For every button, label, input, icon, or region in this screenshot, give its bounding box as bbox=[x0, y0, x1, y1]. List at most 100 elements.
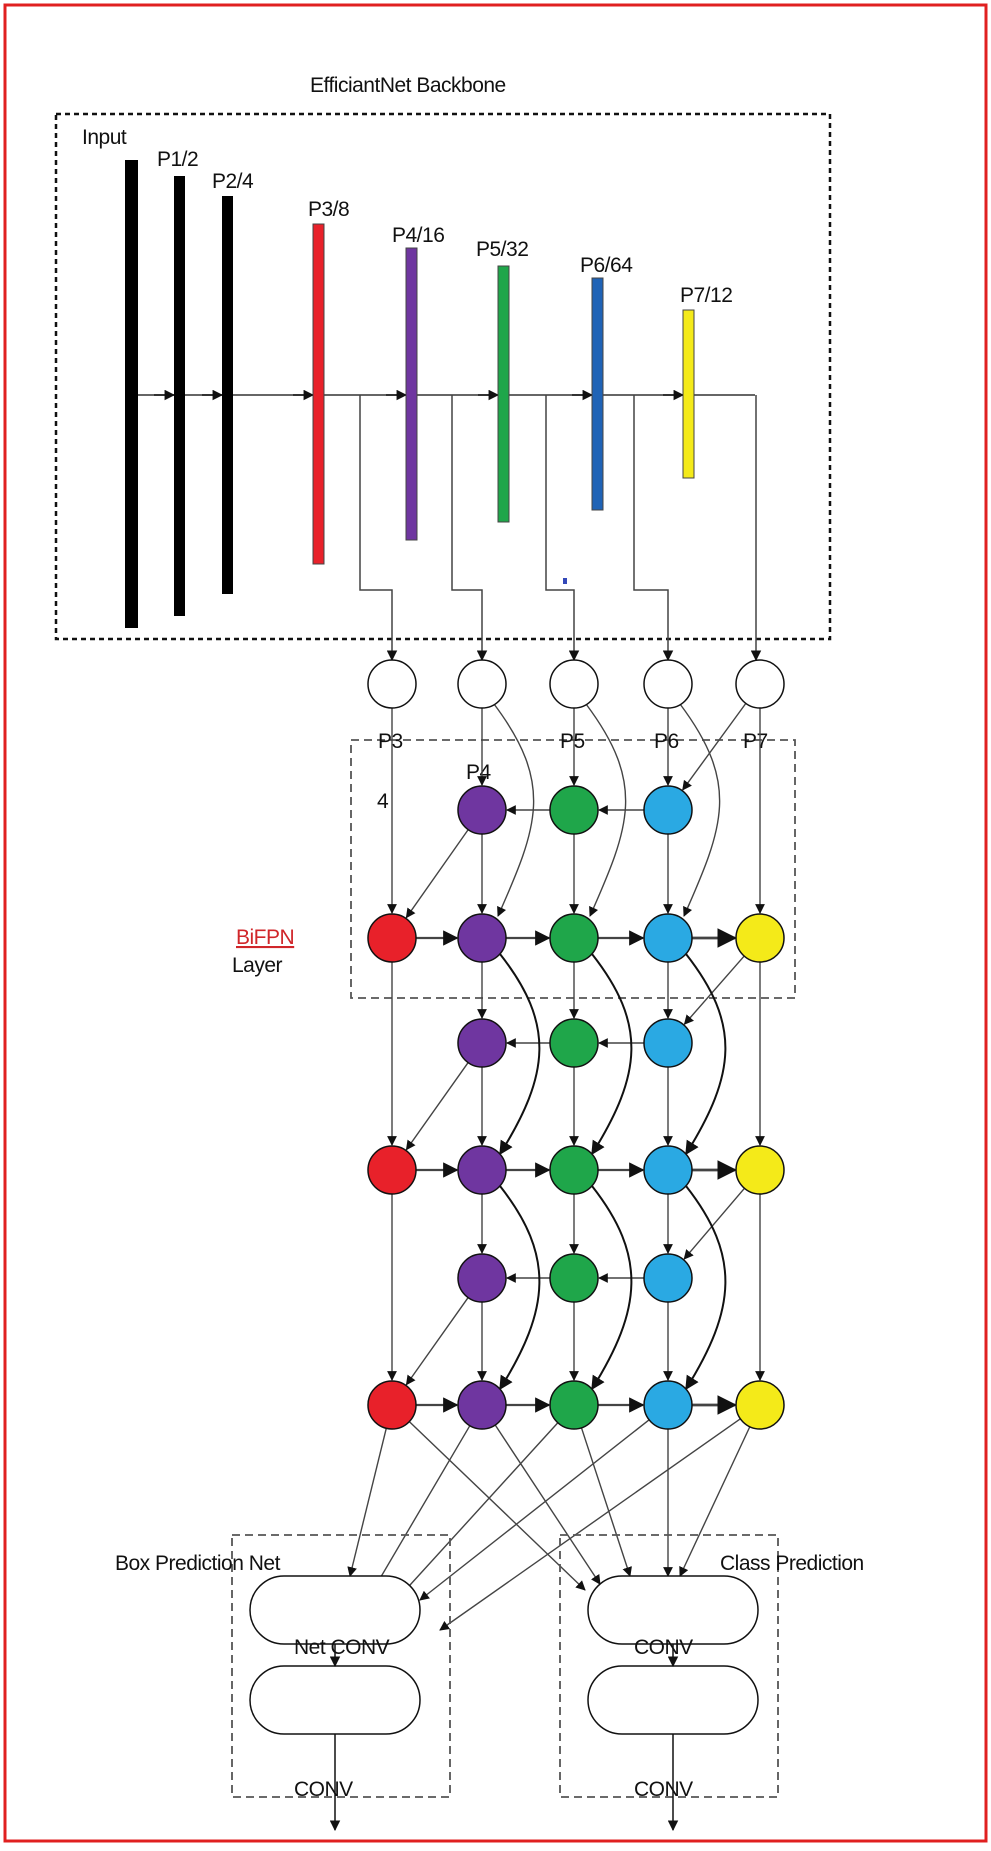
bar-p6 bbox=[591, 277, 604, 511]
bifpn-layer-label-line2: Layer bbox=[232, 954, 283, 977]
input-node-p3 bbox=[367, 659, 417, 709]
bifpn-edges bbox=[347, 702, 765, 1631]
bar-p3 bbox=[312, 223, 325, 565]
edge-curve-p5 bbox=[591, 953, 633, 1156]
input-label: Input bbox=[82, 126, 127, 149]
bifpn-mid-node-p5 bbox=[549, 1253, 599, 1303]
bifpn-layer-label: BiFPN bbox=[236, 926, 294, 949]
class-pred-conv-1 bbox=[587, 1575, 759, 1645]
input-label-p4: P4 bbox=[466, 761, 492, 784]
bar-p4-label: P4/16 bbox=[392, 224, 444, 247]
edge-to-box-p5 bbox=[399, 1422, 559, 1597]
bifpn-out-node-p6 bbox=[643, 913, 693, 963]
bifpn-out-node-p3 bbox=[367, 1145, 417, 1195]
edge-mid-p4-p3out bbox=[405, 829, 469, 919]
bifpn-mid-node-p6 bbox=[643, 1253, 693, 1303]
bifpn-mid-node-p5 bbox=[549, 785, 599, 835]
edge-mid-p4-p3out bbox=[405, 1297, 469, 1386]
input-label-p7: P7 bbox=[743, 730, 768, 753]
backbone-connectors bbox=[359, 395, 762, 662]
bifpn-out-node-p4 bbox=[457, 913, 507, 963]
bifpn-curved-edges bbox=[499, 953, 727, 1391]
class-head-box bbox=[559, 1534, 779, 1798]
bifpn-mid-node-p4 bbox=[457, 1018, 507, 1068]
bifpn-out-node-p3 bbox=[367, 1380, 417, 1430]
class-pred-conv-2 bbox=[587, 1665, 759, 1735]
backbone-title: EfficiantNet Backbone bbox=[310, 74, 506, 97]
box-net-conv-label: Net CONV bbox=[294, 1636, 390, 1659]
input-node-p5 bbox=[549, 659, 599, 709]
edge-to-class-p4 bbox=[494, 1424, 601, 1585]
p4-fragment-label: 4 bbox=[377, 790, 389, 813]
bifpn-out-node-p5 bbox=[549, 913, 599, 963]
bifpn-out-node-p5 bbox=[549, 1380, 599, 1430]
edge-skip-in-p5 bbox=[585, 703, 627, 917]
edge-curve-p4 bbox=[499, 953, 541, 1156]
edge-curve-p6 bbox=[685, 953, 727, 1156]
box-bottom-conv-label: CONV bbox=[294, 1778, 353, 1801]
bifpn-out-node-p5 bbox=[549, 1145, 599, 1195]
bar-p3-label: P3/8 bbox=[308, 198, 349, 221]
bifpn-layer-box bbox=[350, 739, 796, 999]
bifpn-mid-node-p6 bbox=[643, 1018, 693, 1068]
edge-to-class-p3 bbox=[408, 1421, 586, 1591]
bifpn-mid-node-p4 bbox=[457, 1253, 507, 1303]
edge-to-box-p6 bbox=[419, 1419, 650, 1601]
edge-next-p7-p6 bbox=[683, 955, 745, 1025]
connector-p5 bbox=[545, 395, 580, 662]
class-conv-label: CONV bbox=[634, 1636, 693, 1659]
bar-p1-label: P1/2 bbox=[157, 148, 198, 171]
connector-p3 bbox=[359, 395, 398, 662]
bifpn-out-node-p3 bbox=[367, 913, 417, 963]
input-label-p3: P3 bbox=[378, 730, 403, 753]
bifpn-out-node-p4 bbox=[457, 1145, 507, 1195]
bar-p2-label: P2/4 bbox=[212, 170, 254, 193]
class-prediction-label: Class Prediction bbox=[720, 1552, 864, 1575]
bifpn-out-node-p7 bbox=[735, 1145, 785, 1195]
bifpn-out-node-p4 bbox=[457, 1380, 507, 1430]
edge-in-p7-p6mid bbox=[682, 702, 747, 791]
bifpn-mid-node-p4 bbox=[457, 785, 507, 835]
input-label-p6: P6 bbox=[654, 730, 679, 753]
edge-mid-p4-p3out bbox=[405, 1062, 469, 1151]
edge-next-p7-p6 bbox=[683, 1187, 745, 1260]
outer-frame bbox=[3, 3, 988, 1843]
bar-p1 bbox=[174, 176, 185, 616]
connector-p6 bbox=[633, 395, 674, 662]
edge-to-class-p7 bbox=[679, 1426, 751, 1577]
bifpn-out-node-p6 bbox=[643, 1380, 693, 1430]
bar-p5-label: P5/32 bbox=[476, 238, 528, 261]
edge-curve-p6 bbox=[685, 1185, 727, 1391]
edge-skip-in-p6 bbox=[679, 703, 721, 917]
bifpn-nodes bbox=[367, 659, 785, 1430]
input-node-p7 bbox=[735, 659, 785, 709]
input-node-p4 bbox=[457, 659, 507, 709]
bar-p7 bbox=[682, 309, 695, 479]
box-pred-conv-2 bbox=[249, 1665, 421, 1735]
head-arrows bbox=[329, 1644, 679, 1832]
edge-to-box-p4 bbox=[371, 1425, 471, 1593]
edge-curve-p5 bbox=[591, 1185, 633, 1391]
bifpn-out-node-p7 bbox=[735, 1380, 785, 1430]
connector-p4 bbox=[451, 395, 488, 662]
box-prediction-label: Box Prediction Net bbox=[115, 1552, 281, 1575]
bifpn-mid-node-p5 bbox=[549, 1018, 599, 1068]
stray-dot bbox=[563, 578, 567, 584]
bifpn-mid-node-p6 bbox=[643, 785, 693, 835]
class-bottom-conv-label: CONV bbox=[634, 1778, 693, 1801]
bar-p2 bbox=[222, 196, 233, 594]
input-bar bbox=[125, 160, 138, 628]
box-pred-conv-1 bbox=[249, 1575, 421, 1645]
bar-p5 bbox=[497, 265, 510, 523]
bifpn-out-node-p7 bbox=[735, 913, 785, 963]
bifpn-out-node-p6 bbox=[643, 1145, 693, 1195]
input-node-p6 bbox=[643, 659, 693, 709]
edge-to-box-p3 bbox=[347, 1428, 387, 1577]
input-label-p5: P5 bbox=[560, 730, 585, 753]
bar-p6-label: P6/64 bbox=[580, 254, 633, 277]
edge-curve-p4 bbox=[499, 1185, 541, 1391]
bar-p7-label: P7/12 bbox=[680, 284, 732, 307]
bar-p4 bbox=[405, 247, 418, 541]
